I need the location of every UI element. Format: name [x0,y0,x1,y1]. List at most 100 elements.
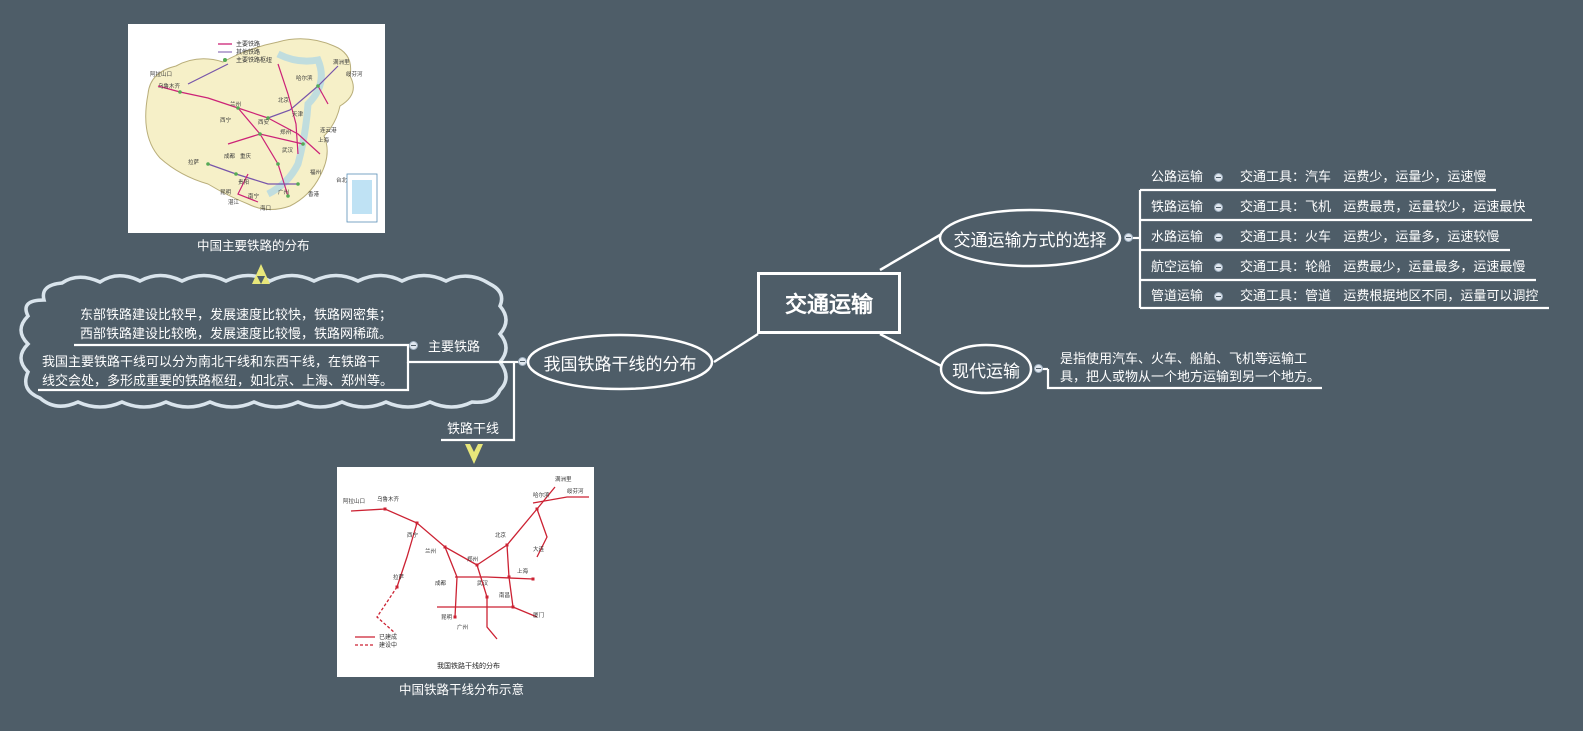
map2-hubs [383,507,539,619]
map1-place-label: 广州 [278,188,289,196]
trunk-railway-underline [441,362,516,442]
mode-name-4[interactable]: 管道运输 [1151,289,1204,304]
map1-place-label: 海口 [260,204,271,212]
map2-rail-lines [350,486,589,640]
cloud-text-line2: 西部铁路建设比较晚，发展速度比较慢，铁路网稀疏。 [80,327,393,342]
modern-oval[interactable] [939,343,1033,395]
mode-name-3[interactable]: 航空运输 [1151,260,1204,275]
map2-place-label: 上海 [517,567,529,575]
map1-place-label: 阿拉山口 [150,70,172,78]
modern-desc-line2: 具，把人或物从一个地方运输到另一个地方。 [1060,370,1321,385]
map1-hub-dot [234,172,238,176]
choice-collapse-icon[interactable] [1124,233,1133,242]
map2-place-label: 乌鲁木齐 [377,495,400,503]
map1-hub-dot [236,106,240,110]
mode-name-1[interactable]: 铁路运输 [1151,200,1204,215]
mode-name-0[interactable]: 公路运输 [1151,170,1204,185]
mode-name-2[interactable]: 水路运输 [1151,230,1204,245]
map2-place-label: 郑州 [467,555,478,563]
modern-collapse-icon[interactable] [1034,364,1043,373]
map2-place-label: 厦门 [533,611,544,619]
map1-place-label: 武汉 [282,146,294,154]
mode-collapse-icon-3[interactable] [1214,263,1223,272]
map-main-railways-image[interactable]: 主要铁路 其他铁路 主要铁路枢纽 阿拉山口乌鲁木齐满洲里绥芬河哈尔滨兰州西宁成都… [128,24,385,233]
mode-collapse-icon-4[interactable] [1214,292,1223,301]
map1-rail-line [267,65,339,119]
connector-root-choice [879,230,946,272]
map1-hub-dot [296,182,300,186]
map2-place-label: 阿拉山口 [343,497,365,505]
map2-rail-line [476,564,498,640]
map2-rail-line [396,522,418,588]
map2-place-label: 大连 [533,545,545,553]
map2-hub-mark [511,605,515,609]
main-railway-collapse-icon[interactable] [409,341,418,350]
map2-hub-mark [475,563,479,567]
main-text-underline [38,362,410,392]
map1-rail-lines [157,63,339,203]
map1-land [145,38,354,210]
map1-place-label: 福州 [310,168,321,176]
map2-place-label: 满洲里 [555,475,572,483]
map1-hubs [178,84,320,198]
map1-caption: 中国主要铁路的分布 [197,238,310,253]
map1-place-labels: 阿拉山口乌鲁木齐满洲里绥芬河哈尔滨兰州西宁成都昆明北京天津上海郑州连云港福州广州… [150,58,363,212]
map1-place-label: 郑州 [280,128,291,136]
map1-legend-hub [223,58,227,62]
map1-place-label: 绥芬河 [346,70,363,78]
map1-legend-1: 其他铁路 [236,48,260,56]
map1-place-label: 台北 [336,176,348,184]
map2-legend-1: 建设中 [379,641,397,649]
map1-place-label: 连云港 [320,126,337,134]
map1-place-label: 哈尔滨 [296,74,313,82]
map2-hub-mark [383,507,387,511]
map1-hub-dot [316,84,320,88]
map1-rail-line [317,85,329,105]
map2-hub-mark [505,543,509,547]
map2-place-labels: 阿拉山口乌鲁木齐哈尔滨北京郑州上海广州拉萨兰州成都昆明厦门满洲里绥芬河大连南昌西… [343,475,584,631]
map2-hub-mark [531,577,535,581]
mode-collapse-icon-1[interactable] [1214,203,1223,212]
choice-oval[interactable] [938,208,1122,268]
map2-rail-line [536,508,548,558]
connector-root-rail [713,332,759,364]
map1-hub-dot [258,132,262,136]
map-trunk-railways-image[interactable]: 阿拉山口乌鲁木齐哈尔滨北京郑州上海广州拉萨兰州成都昆明厦门满洲里绥芬河大连南昌西… [337,467,594,677]
map1-hub-dot [266,116,270,120]
map2-hub-mark [507,575,511,579]
map1-rail-line [207,163,298,185]
map2-place-label: 哈尔滨 [533,491,550,499]
modern-label: 现代运输 [952,361,1020,382]
map2-hub-mark [535,507,539,511]
map1-place-label: 天津 [292,111,304,118]
mode-collapse-icon-0[interactable] [1214,173,1223,182]
mode-desc-0: 交通工具：汽车 运费少，运量少，运速慢 [1240,170,1487,185]
root-topic[interactable]: 交通运输 [757,272,901,334]
map2-hub-mark [453,615,457,619]
map2-legend-0: 已建成 [379,633,397,641]
map1-place-label: 湛江 [228,199,240,206]
main-text-line1: 我国主要铁路干线可以分为南北干线和东西干线，在铁路干 [42,355,381,370]
map2-hub-mark [415,521,419,525]
map2-rail-line [476,486,556,566]
rail-collapse-icon[interactable] [518,357,527,366]
map1-place-label: 拉萨 [188,158,200,166]
arrow-up-to-map1 [252,264,270,284]
connector-root-modern [879,332,946,370]
main-railway-label: 主要铁路 [428,340,481,355]
mode-desc-1: 交通工具：飞机 运费最贵，运量较少，运速最快 [1240,200,1526,215]
map1-hub-dot [178,90,182,94]
root-label: 交通运输 [784,293,873,318]
modern-desc-line1: 是指使用汽车、火车、船舶、飞机等运输工 [1060,352,1308,367]
map1-place-label: 香港 [308,190,320,198]
map2-caption: 中国铁路干线分布示意 [399,682,525,697]
map1-place-label: 南宁 [248,192,260,200]
map2-place-label: 昆明 [441,614,453,621]
map2-place-label: 绥芬河 [567,487,584,495]
mode-collapse-icon-2[interactable] [1214,233,1223,242]
main-text-line2: 线交会处，多形成重要的铁路枢纽，如北京、上海、郑州等。 [42,374,394,389]
map2-place-label: 武汉 [477,579,489,587]
map2-place-label: 南昌 [499,591,510,599]
arrow-down-to-map2 [465,444,483,464]
